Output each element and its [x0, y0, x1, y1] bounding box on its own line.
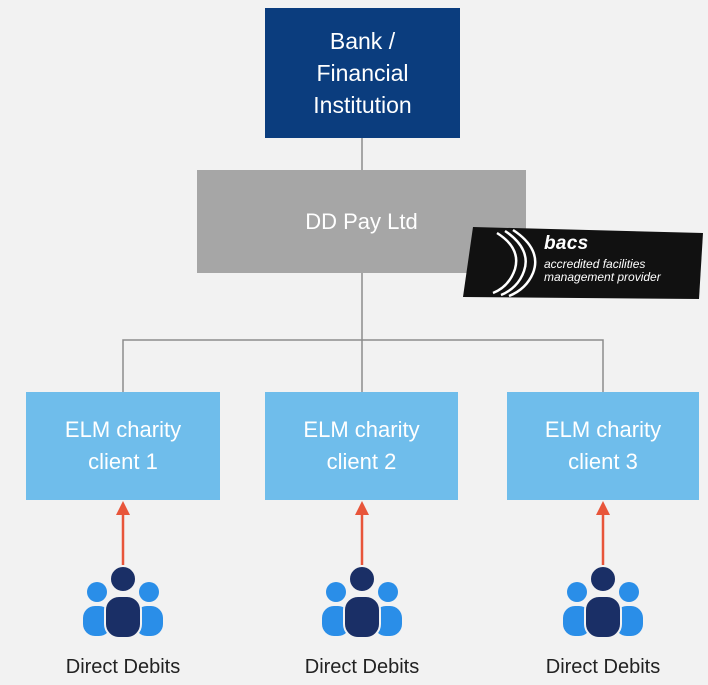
bacs-line-1: accredited facilities	[544, 257, 646, 271]
direct-debits-label-2: Direct Debits	[304, 656, 420, 678]
bank-box: Bank / Financial Institution	[265, 8, 460, 138]
direct-debits-label-3: Direct Debits	[545, 656, 661, 678]
people-group-icon	[563, 566, 643, 638]
arrow-1	[116, 501, 130, 565]
branch-line	[122, 339, 604, 392]
bacs-brand: bacs	[544, 233, 589, 254]
people-group-icon	[83, 566, 163, 638]
arrow-3	[596, 501, 610, 565]
arrow-2	[355, 501, 369, 565]
people-group-icon	[322, 566, 402, 638]
bacs-line-2: management provider	[544, 270, 661, 284]
direct-debits-label-1: Direct Debits	[65, 656, 181, 678]
client-box-3: ELM charity client 3	[507, 392, 699, 500]
bacs-badge-logo	[463, 227, 703, 299]
client-box-2: ELM charity client 2	[265, 392, 458, 500]
client-box-1: ELM charity client 1	[26, 392, 220, 500]
